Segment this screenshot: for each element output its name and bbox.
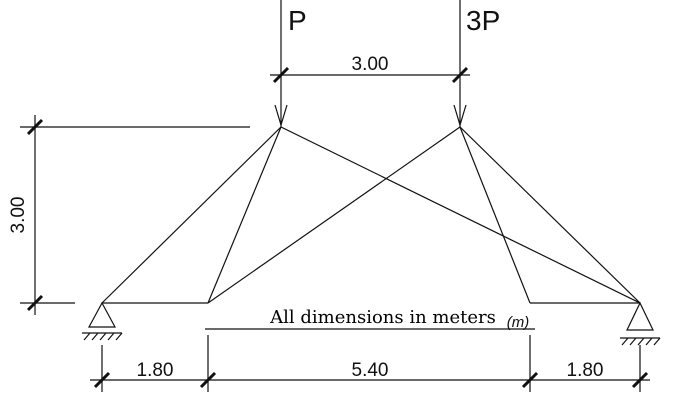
pin-support-right — [620, 301, 661, 346]
dim-bottom-left: 1.80 — [137, 360, 174, 381]
member — [459, 126, 531, 304]
member — [207, 126, 461, 304]
load-arrows — [274, 0, 467, 128]
dimension-lines — [20, 66, 650, 392]
pin-support-left — [82, 301, 123, 341]
load-label-p: P — [288, 5, 307, 36]
unit-label: (m) — [507, 314, 530, 331]
member — [280, 126, 641, 304]
truss-members — [101, 126, 641, 304]
units-note: All dimensions in meters — [269, 307, 496, 328]
dim-height: 3.00 — [8, 197, 29, 234]
dim-bottom-middle: 5.40 — [352, 360, 389, 381]
member — [459, 126, 641, 304]
member — [207, 126, 282, 304]
dim-top-span: 3.00 — [352, 54, 389, 75]
load-label-3p: 3P — [466, 5, 500, 36]
dim-bottom-right: 1.80 — [567, 360, 604, 381]
member — [101, 126, 282, 304]
